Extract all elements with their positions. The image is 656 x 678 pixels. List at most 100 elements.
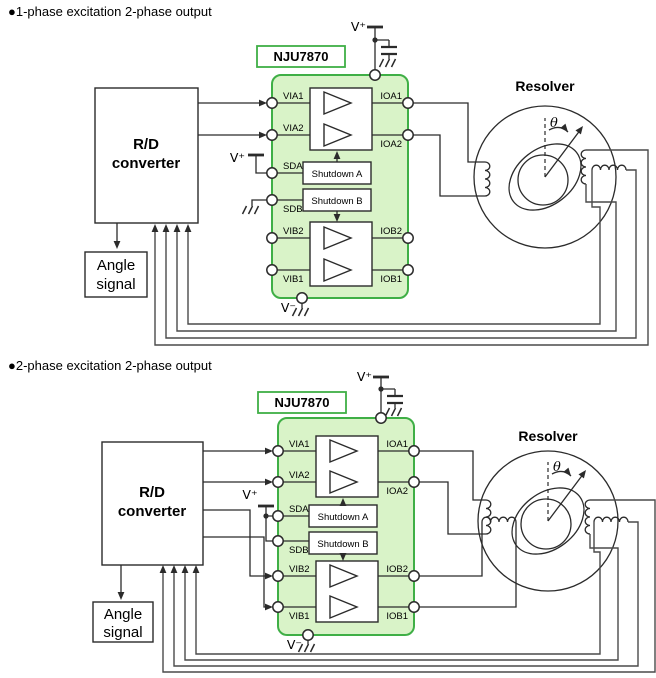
pin-label-vib1: VIB1 [289, 611, 310, 622]
chip-internal-traces [283, 450, 409, 608]
pin-label-sda: SDA [289, 504, 309, 515]
pin-circle [402, 129, 414, 141]
pin-circle [408, 445, 420, 457]
chip-name-box [257, 391, 347, 414]
rd-converter-box [94, 87, 199, 224]
pin-circle [266, 97, 278, 109]
rd-converter-label-2: converter [118, 503, 187, 520]
rd-converter-label-1: R/D [139, 484, 165, 501]
wire-ioa1 [419, 450, 486, 501]
angle-signal-box [84, 251, 148, 298]
chip-name-label: NJU7870 [274, 49, 329, 64]
pin-label-ioa2: IOA2 [386, 486, 408, 497]
angle-signal-label-2: signal [96, 276, 135, 293]
pin-label-sdb: SDB [283, 204, 303, 215]
diagram2-title: ●2-phase excitation 2-phase output [8, 358, 212, 373]
shutdown-b-label: Shutdown B [311, 196, 362, 207]
arrowhead-icon [563, 467, 574, 479]
pin-label-iob2: IOB2 [386, 564, 408, 575]
vminus-label: V⁻ [287, 637, 302, 652]
feedback-wire-1 [162, 499, 656, 673]
arrowhead-icon [170, 565, 178, 573]
output-coil-2 [593, 516, 629, 523]
wire-sdb-gnd [251, 199, 267, 206]
diagram-1phase-excitation: ●1-phase excitation 2-phase output R/D c… [8, 4, 649, 346]
pin-label-ioa1: IOA1 [380, 91, 402, 102]
resolver-stator-circle [477, 450, 619, 592]
arrowhead-icon [265, 447, 273, 455]
arrowhead-icon [192, 565, 200, 573]
rd-converter-label-1: R/D [133, 136, 159, 153]
pin-circle [408, 570, 420, 582]
pin-circle [402, 264, 414, 276]
capacitor-icon [379, 45, 399, 56]
amp-block-b [315, 560, 379, 623]
output-coil-1 [584, 499, 591, 535]
pin-circle [296, 292, 308, 304]
pin-circle [369, 69, 381, 81]
angle-signal-box [92, 601, 154, 643]
arrowhead-icon [265, 478, 273, 486]
wire-vplus-top [380, 377, 396, 413]
arrowhead-icon [113, 241, 121, 249]
pin-label-via1: VIA1 [283, 91, 304, 102]
junction-dot [263, 513, 269, 519]
wire-ioa1 [413, 102, 485, 163]
chip-internal-traces [277, 102, 403, 271]
arrowhead-icon [173, 224, 181, 232]
pin-label-ioa1: IOA1 [386, 439, 408, 450]
output-coil-2 [591, 164, 627, 171]
wire-iob2 [419, 522, 483, 577]
wire-sda-sdb-vplus [265, 506, 273, 542]
junction-dot [372, 37, 378, 43]
pin-circle [375, 412, 387, 424]
pin-circle [266, 264, 278, 276]
wire-ioa2 [413, 134, 485, 197]
rd-converter-box [101, 441, 204, 566]
pin-circle [266, 129, 278, 141]
arrowhead-icon [578, 467, 589, 479]
rotor-shaft-circle [517, 154, 569, 206]
arrowhead-icon [159, 565, 167, 573]
pin-circle [266, 167, 278, 179]
wire-iob1 [419, 522, 517, 608]
angle-signal-label-1: Angle [97, 257, 135, 274]
feedback-wire-2 [165, 169, 637, 339]
vplus-sda-label: V⁺ [230, 150, 245, 165]
pin-circle [408, 601, 420, 613]
excitation-coil-2 [481, 516, 517, 523]
arrowhead-icon [184, 224, 192, 232]
pin-label-iob1: IOB1 [380, 274, 402, 285]
diagram1-title: ●1-phase excitation 2-phase output [8, 4, 212, 19]
rotor-angle-arrow [544, 128, 582, 178]
amp-block-b [309, 221, 373, 287]
arrowhead-icon [560, 123, 571, 135]
pin-circle [266, 194, 278, 206]
rotor-angle-arrow [547, 472, 585, 522]
arrowhead-icon [265, 572, 273, 580]
amp-block-a [315, 435, 379, 498]
angle-signal-label-1: Angle [104, 606, 142, 623]
amp-block-a [309, 87, 373, 151]
pin-label-via2: VIA2 [283, 123, 304, 134]
shutdown-a-label: Shutdown A [318, 512, 369, 523]
junction-dot [378, 386, 384, 392]
feedback-wire-1 [154, 149, 649, 346]
rotor-shaft-circle [520, 498, 572, 550]
feedback-wire-2 [173, 521, 639, 667]
theta-label: θ [550, 116, 558, 131]
pin-label-via2: VIA2 [289, 470, 310, 481]
pin-label-sda: SDA [283, 161, 303, 172]
vminus-label: V⁻ [281, 300, 296, 315]
shutdown-b-label: Shutdown B [317, 539, 368, 550]
arrowhead-icon [117, 592, 125, 600]
arrowhead-icon [151, 224, 159, 232]
chip-name-label: NJU7870 [275, 395, 330, 410]
arrowhead-icon [259, 99, 267, 107]
shutdown-a-label: Shutdown A [312, 169, 363, 180]
pin-circle [272, 535, 284, 547]
pin-label-iob1: IOB1 [386, 611, 408, 622]
arrowhead-icon [265, 603, 273, 611]
